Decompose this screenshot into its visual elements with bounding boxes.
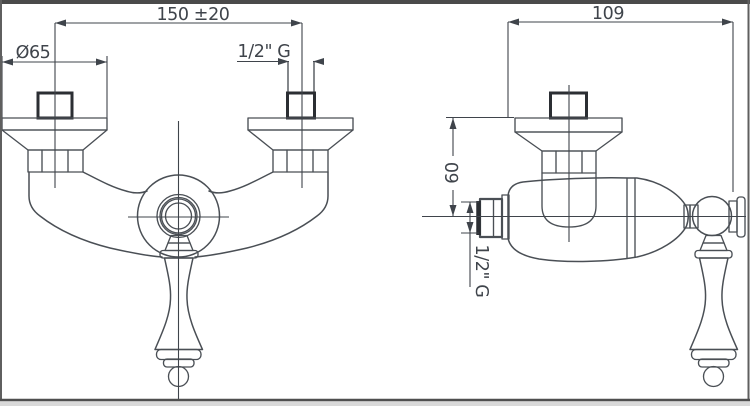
front-view: 150 ±20 Ø65 1/2" G (1, 5, 354, 399)
dim-depth-label: 109 (592, 4, 624, 24)
frame-bottom-strip (0, 401, 750, 406)
mixer-body-side (507, 176, 689, 263)
dim-outlet-offset: 60 (443, 116, 514, 216)
right-inlet-nipple (286, 91, 316, 120)
front-centerlines (54, 23, 303, 399)
inlet-thread-label: 1/2" G (238, 42, 291, 62)
dim-outlet-offset-label: 60 (443, 162, 463, 183)
dim-outlet-thread-label: 1/2" G (471, 245, 491, 298)
right-escutcheon-flange (247, 117, 354, 131)
handle-stem (154, 257, 204, 351)
frame-top-bar (0, 0, 750, 4)
right-escutcheon-cone (247, 129, 354, 151)
lever-handle-side (689, 234, 739, 388)
right-wall-connection (247, 61, 354, 173)
dim-inlet-thread: 1/2" G (237, 42, 324, 65)
dim-depth: 109 (507, 4, 734, 192)
right-hex-nut (272, 149, 329, 173)
handle-stem-side (689, 257, 739, 351)
side-centerlines (422, 85, 746, 242)
dim-diameter-label: Ø65 (16, 43, 51, 63)
dim-center-distance: 150 ±20 (55, 5, 302, 27)
dim-outlet-thread: 1/2" G (461, 201, 491, 298)
dim-center-distance-label: 150 ±20 (156, 5, 229, 25)
handle-ball-tip-side (702, 365, 725, 388)
side-view: 109 60 (422, 4, 746, 388)
